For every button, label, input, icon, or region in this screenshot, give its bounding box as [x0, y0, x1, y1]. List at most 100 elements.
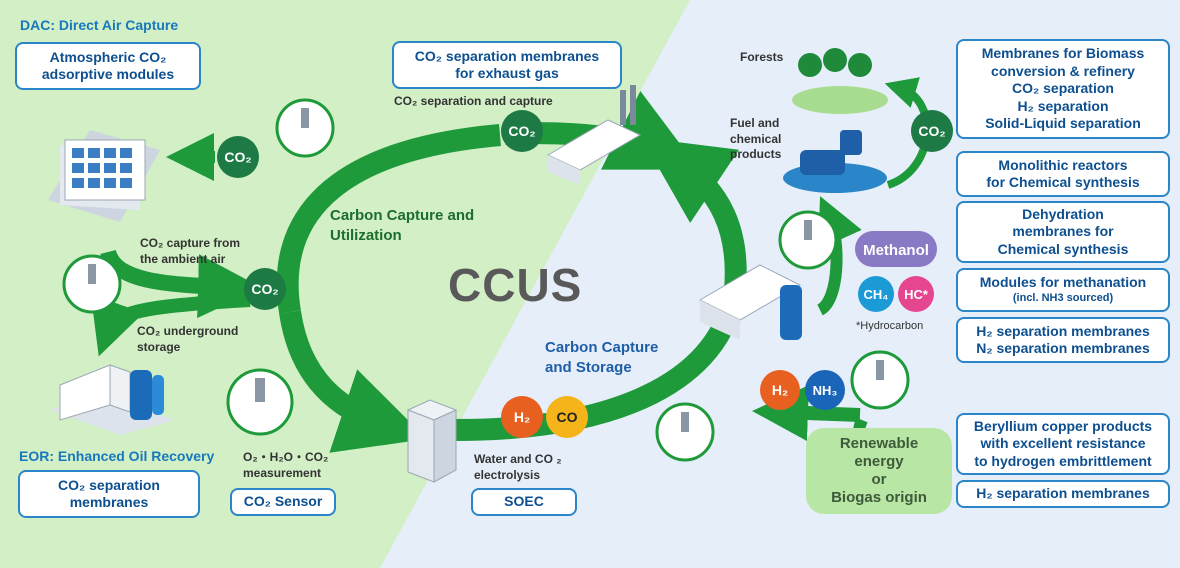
dehydration-membranes-box: Dehydration membranes for Chemical synth… — [956, 201, 1170, 263]
label-line: Carbon Capture — [545, 339, 659, 356]
co2-bubble-dac — [217, 136, 259, 178]
box-line: to hydrogen embrittlement — [974, 452, 1152, 469]
exhaust-factory-illustration — [546, 85, 642, 185]
box-line: Solid-Liquid separation — [985, 115, 1141, 132]
biomass-membranes-box: Membranes for Biomass conversion & refin… — [956, 39, 1170, 139]
dac-adsorptive-modules-box: Atmospheric CO₂ adsorptive modules — [15, 42, 201, 90]
box-line: Membranes for Biomass — [981, 45, 1145, 62]
forests-label: Forests — [740, 50, 784, 64]
h2-separation-membranes-box: H₂ separation membranes — [956, 480, 1170, 508]
methanol-pill — [855, 231, 937, 267]
methanol-plant-illustration — [698, 264, 802, 340]
co2-sensor-box: CO₂ Sensor — [230, 488, 336, 516]
h2-bubble-soec-label: H₂ — [514, 409, 530, 425]
h2-bubble-soec — [501, 396, 543, 438]
label-line: the ambient air — [140, 251, 226, 266]
box-line: with excellent resistance — [980, 435, 1146, 452]
label-line: chemical — [730, 131, 782, 146]
eor-membranes-box: CO₂ separation membranes — [18, 470, 200, 518]
h2-bubble-renewable — [760, 370, 800, 410]
renewable-line: or — [871, 471, 887, 488]
box-line: for Chemical synthesis — [986, 174, 1140, 190]
box-line: H₂ separation membranes — [976, 322, 1150, 339]
label-line: and Storage — [545, 359, 632, 377]
box-line: adsorptive modules — [41, 66, 175, 82]
carbon-capture-storage-label: Carbon Capture and Storage — [545, 338, 658, 379]
co-bubble-soec — [546, 396, 588, 438]
eor-title: EOR: Enhanced Oil Recovery — [19, 448, 215, 464]
methanation-modules-box: Modules for methanation (incl. NH3 sourc… — [956, 268, 1170, 312]
sensor-bubbles — [62, 98, 838, 462]
soec-unit-illustration — [406, 399, 458, 483]
dac-capture-label: CO₂ capture from the ambient air — [140, 236, 240, 267]
exhaust-membranes-box: CO₂ separation membranes for exhaust gas — [392, 41, 622, 89]
renewable-line: Biogas origin — [831, 489, 927, 506]
co2-bubble-dac-label: CO₂ — [224, 149, 251, 165]
box-line: CO₂ separation — [58, 476, 160, 493]
sensor-measurement-label: O₂・H₂O・CO₂ measurement — [243, 450, 328, 481]
box-line: N₂ separation membranes — [976, 340, 1150, 356]
label-line: Carbon Capture and — [330, 207, 475, 224]
ch4-bubble — [858, 276, 894, 312]
hc-label: HC* — [904, 287, 929, 302]
hydrocarbon-note: *Hydrocarbon — [856, 320, 924, 332]
h2-n2-membranes-box: H₂ separation membranes N₂ separation me… — [956, 317, 1170, 363]
box-line: Atmospheric CO₂ — [49, 48, 167, 65]
dac-unit-illustration — [48, 130, 160, 222]
hc-bubble — [898, 276, 934, 312]
co-bubble-soec-label: CO — [557, 409, 578, 425]
label-line: electrolysis — [474, 467, 541, 482]
box-line: Beryllium copper products — [973, 417, 1153, 434]
fuel-products-label: Fuel and chemical products — [730, 116, 781, 163]
beryllium-copper-box: Beryllium copper products with excellent… — [956, 413, 1170, 475]
renewable-line: Renewable — [839, 435, 919, 452]
label-line: Utilization — [330, 227, 402, 245]
underground-storage-label: CO₂ underground storage — [137, 324, 238, 355]
box-line: CO₂ separation — [1012, 80, 1114, 97]
co2-bubble-right-label: CO₂ — [918, 123, 945, 139]
box-line: Monolithic reactors — [998, 156, 1128, 173]
soec-box: SOEC — [471, 488, 577, 516]
ccus-title: CCUS — [448, 259, 583, 311]
label-line: products — [730, 147, 782, 162]
h2-bubble-renewable-label: H₂ — [772, 382, 788, 398]
dac-title: DAC: Direct Air Capture — [20, 17, 179, 33]
exhaust-caption: CO₂ separation and capture — [394, 94, 553, 108]
co2-bubble-main-label: CO₂ — [251, 281, 278, 297]
soec-electrolysis-label: Water and CO ₂ electrolysis — [474, 452, 562, 483]
box-line: Dehydration — [1022, 205, 1104, 222]
renewable-energy-island: Renewable energy or Biogas origin — [806, 428, 952, 514]
co2-bubble-exhaust-label: CO₂ — [508, 123, 535, 139]
monolithic-reactors-box: Monolithic reactors for Chemical synthes… — [956, 151, 1170, 197]
co2-bubble-right — [911, 110, 953, 152]
fuel-products-illustration — [783, 130, 887, 193]
methanol-label: Methanol — [863, 242, 929, 259]
box-line: membranes for — [1012, 223, 1114, 240]
eor-plant-illustration — [50, 364, 175, 435]
box-line: Modules for methanation — [979, 274, 1147, 291]
nh3-bubble — [805, 370, 845, 410]
label-line: measurement — [243, 465, 322, 480]
co2-bubble-exhaust — [501, 110, 543, 152]
box-line: (incl. NH3 sourced) — [1012, 291, 1114, 304]
ch4-label: CH₄ — [864, 287, 889, 302]
box-line: for exhaust gas — [455, 65, 559, 81]
label-line: CO₂ underground — [137, 324, 239, 338]
label-line: storage — [137, 339, 181, 354]
nh3-bubble-label: NH₃ — [813, 383, 838, 398]
box-line: Chemical synthesis — [997, 240, 1129, 257]
box-line: membranes — [69, 494, 149, 510]
label-line: O₂・H₂O・CO₂ — [243, 450, 329, 464]
forest-illustration — [792, 48, 888, 114]
box-line: conversion & refinery — [991, 62, 1135, 79]
box-line: H₂ separation membranes — [976, 485, 1150, 502]
renewable-sensor-illustration — [850, 350, 910, 410]
label-line: Fuel and — [730, 116, 780, 130]
label-line: CO₂ capture from — [140, 236, 241, 250]
label-line: Water and CO ₂ — [474, 452, 562, 466]
carbon-capture-utilization-label: Carbon Capture and Utilization — [330, 206, 474, 247]
renewable-line: energy — [854, 453, 904, 470]
box-line: H₂ separation — [1017, 97, 1109, 114]
box-line: CO₂ separation membranes — [414, 47, 600, 64]
co2-bubble-main — [244, 268, 286, 310]
